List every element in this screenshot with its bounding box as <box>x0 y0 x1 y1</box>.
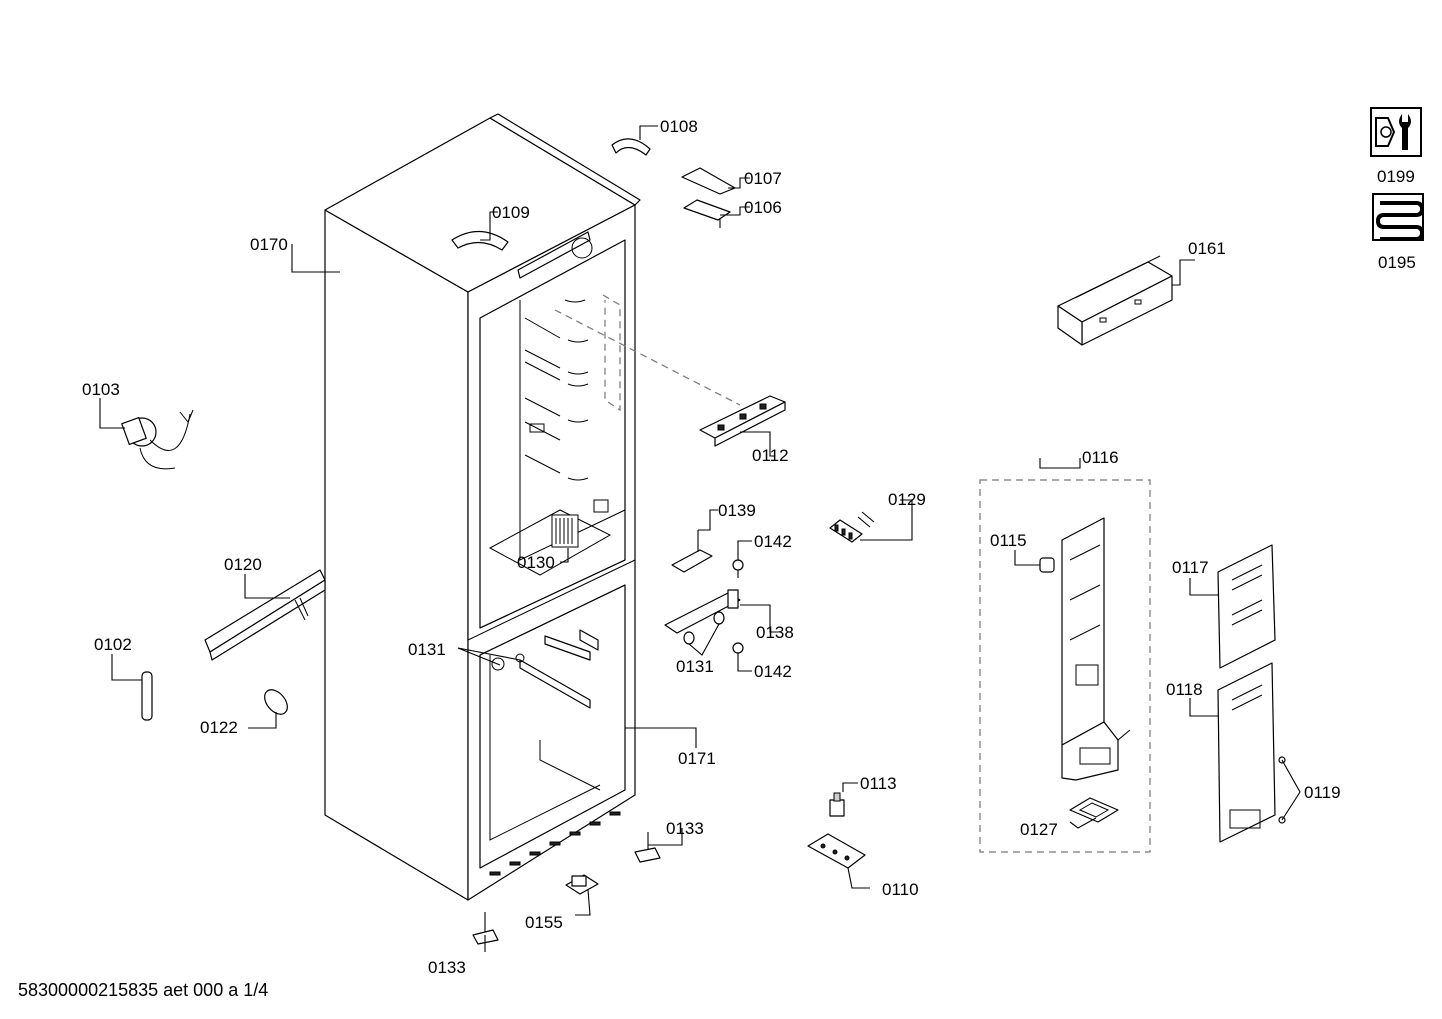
part-label-0127: 0127 <box>1020 820 1058 839</box>
part-label-0199: 0199 <box>1377 167 1415 186</box>
part-label-0129: 0129 <box>888 490 926 509</box>
part-label-0112: 0112 <box>752 446 789 465</box>
leader-lines <box>99 125 1301 952</box>
part-label-0116: 0116 <box>1082 448 1119 467</box>
part-drawings <box>121 138 1286 945</box>
part-label-0117: 0117 <box>1172 558 1209 577</box>
service-tools-icon <box>1370 107 1422 157</box>
part-label-0107: 0107 <box>744 169 782 188</box>
part-label-0142-lower: 0142 <box>754 662 792 681</box>
part-label-0170: 0170 <box>250 235 288 254</box>
part-label-0130: 0130 <box>517 553 555 572</box>
part-label-0118: 0118 <box>1166 680 1203 699</box>
part-label-0155: 0155 <box>525 913 563 932</box>
part-label-0139: 0139 <box>718 501 756 520</box>
part-label-0108: 0108 <box>660 117 698 136</box>
document-code: 58300000215835 aet 000 a 1/4 <box>18 980 269 1000</box>
part-label-0122: 0122 <box>200 718 238 737</box>
part-label-0171: 0171 <box>678 749 716 768</box>
part-label-0138: 0138 <box>756 623 794 642</box>
part-label-0103: 0103 <box>82 380 120 399</box>
part-label-0113: 0113 <box>860 774 897 793</box>
part-label-0133-lower: 0133 <box>428 958 466 977</box>
part-label-0106: 0106 <box>744 198 782 217</box>
part-label-0133-upper: 0133 <box>666 819 704 838</box>
part-label-0110: 0110 <box>882 880 919 899</box>
part-label-0161: 0161 <box>1188 239 1226 258</box>
part-label-0142-upper: 0142 <box>754 532 792 551</box>
part-label-0115: 0115 <box>990 531 1027 550</box>
part-label-0119: 0119 <box>1304 783 1341 802</box>
part-label-0131-hinge: 0131 <box>676 657 714 676</box>
part-label-0109: 0109 <box>492 203 530 222</box>
part-labels: 0108 0107 0106 0109 0170 0161 0103 0112 … <box>82 117 1341 977</box>
part-label-0195: 0195 <box>1378 253 1416 272</box>
fridge-cabinet-drawing <box>324 113 741 901</box>
part-label-0131-cabinet: 0131 <box>408 640 446 659</box>
refrigerant-coil-icon <box>1372 193 1425 241</box>
part-label-0102: 0102 <box>94 635 132 654</box>
part-label-0120: 0120 <box>224 555 262 574</box>
